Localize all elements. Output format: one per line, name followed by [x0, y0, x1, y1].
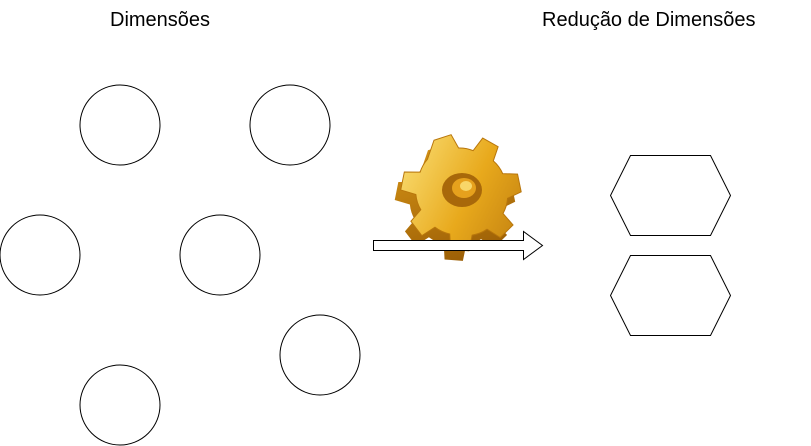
dimension-circle-6: [79, 364, 161, 446]
reduced-dimensions-title: Redução de Dimensões: [542, 9, 756, 31]
right-arrow-icon: [373, 230, 544, 261]
dimension-circle-1: [79, 84, 161, 166]
dimension-circle-5: [279, 314, 361, 396]
reduced-dimension-hexagon-1: [609, 155, 732, 236]
dimension-circle-3: [0, 214, 81, 296]
dimension-circle-2: [249, 84, 331, 166]
gear-icon: [394, 134, 522, 261]
reduced-dimension-hexagon-2: [609, 255, 732, 336]
dimensions-title: Dimensões: [110, 9, 211, 31]
dimension-circle-4: [179, 214, 261, 296]
